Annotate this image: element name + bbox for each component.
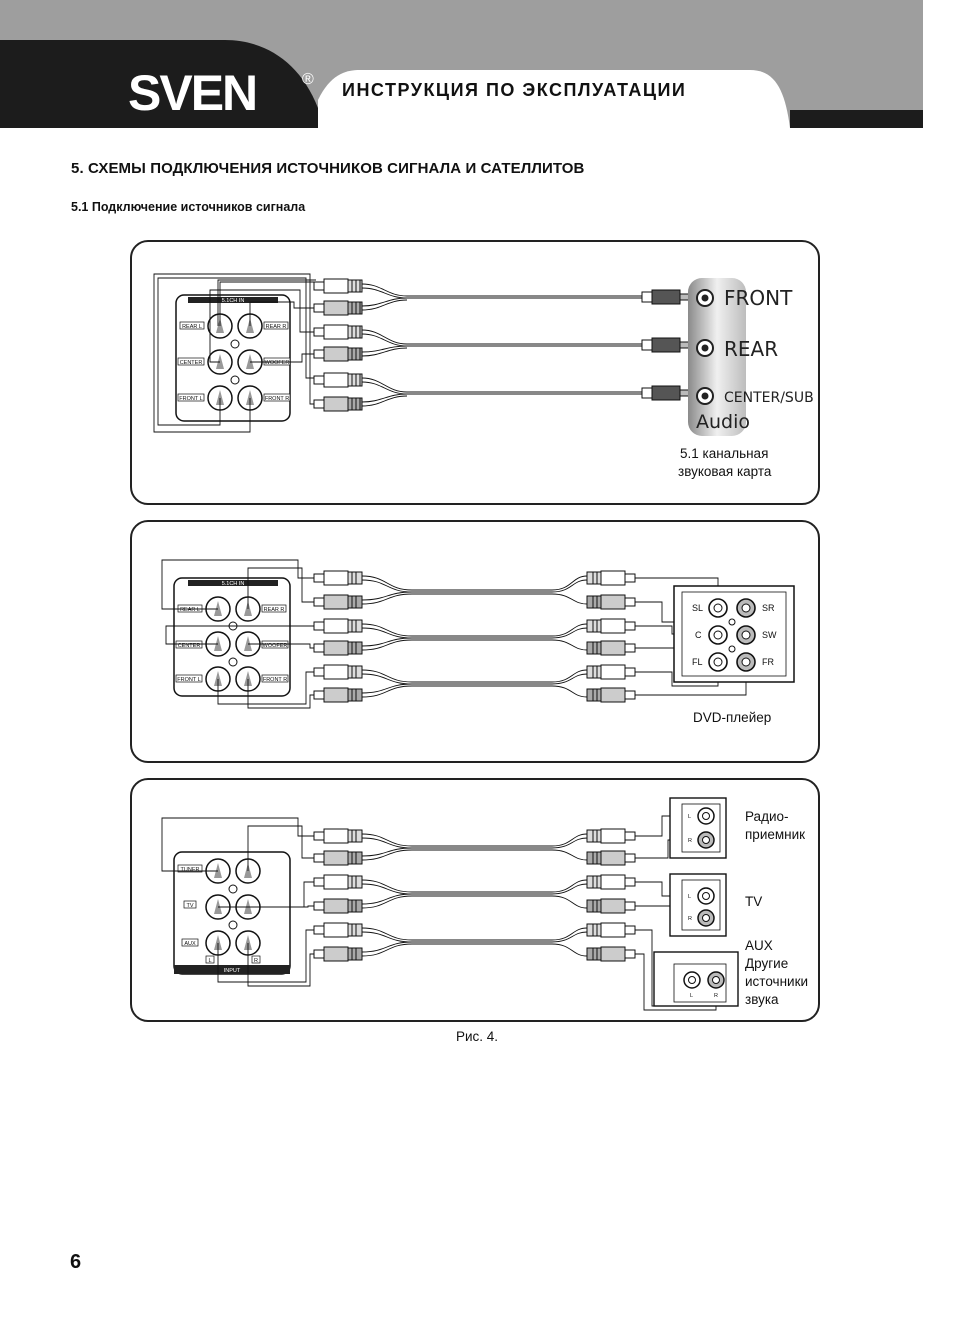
- aux-caption-line3: источники: [745, 974, 809, 989]
- tv-caption: TV: [745, 894, 763, 909]
- registered-mark: ®: [302, 71, 314, 88]
- diagram-soundcard: 5.1CH IN REAR L REAR R CENTER WOOFER FRO…: [130, 240, 820, 505]
- dvd-label-fl: FL: [692, 657, 703, 667]
- speaker-input-panel: 5.1CH IN REAR L REAR R CENTER WOOFER FRO…: [175, 294, 291, 422]
- rca-plugs: [313, 278, 363, 412]
- label-tv: TV: [186, 903, 193, 909]
- speaker-input-panel: 5.1CH IN REAR L REAR R CENTER WOOFER FRO…: [173, 577, 291, 697]
- panel-footer: INPUT: [224, 968, 241, 974]
- label-rear-r: REAR R: [266, 324, 287, 330]
- dvd-label-c: C: [695, 630, 702, 640]
- panel-title: 5.1CH IN: [222, 581, 245, 587]
- cables: [361, 283, 642, 407]
- dvd-caption: DVD-плейер: [693, 710, 772, 725]
- label-r: R: [254, 958, 258, 964]
- soundcard-caption-line2: звуковая карта: [678, 464, 772, 479]
- aux-l: L: [690, 993, 693, 999]
- label-l: L: [208, 958, 211, 964]
- aux-caption-line1: AUX: [745, 938, 773, 953]
- label-rear-l: REAR L: [180, 607, 200, 613]
- input-panel: TUNER TV AUX L R INPUT: [173, 851, 291, 975]
- card-audio-label: Audio: [696, 411, 750, 433]
- dvd-label-sw: SW: [762, 630, 777, 640]
- radio-output: L R: [669, 797, 727, 859]
- page-header: SVEN ® ИНСТРУКЦИЯ ПО ЭКСПЛУАТАЦИИ: [0, 0, 923, 128]
- rca-plugs-right: [586, 828, 636, 962]
- figure-caption: Рис. 4.: [455, 1029, 499, 1044]
- label-tuner: TUNER: [181, 867, 200, 873]
- label-rear-r: REAR R: [264, 607, 285, 613]
- tv-r: R: [688, 916, 692, 922]
- label-center: CENTER: [178, 643, 201, 649]
- cables: [361, 575, 588, 698]
- diagram-inputs: TUNER TV AUX L R INPUT: [130, 778, 820, 1022]
- dvd-label-fr: FR: [762, 657, 774, 667]
- port-center-sub: CENTER/SUB: [724, 390, 814, 406]
- port-rear: REAR: [724, 337, 778, 361]
- header-title: ИНСТРУКЦИЯ ПО ЭКСПЛУАТАЦИИ: [342, 80, 686, 100]
- panel-title: 5.1CH IN: [222, 298, 245, 304]
- label-front-l: FRONT L: [179, 396, 202, 402]
- header-logo-tab: [0, 40, 318, 128]
- label-aux: AUX: [184, 941, 196, 947]
- dvd-label-sl: SL: [692, 603, 703, 613]
- rca-plugs-left: [313, 828, 363, 962]
- section-heading: 5. СХЕМЫ ПОДКЛЮЧЕНИЯ ИСТОЧНИКОВ СИГНАЛА …: [71, 160, 585, 177]
- tv-output: L R: [669, 873, 727, 937]
- panel-wiring: [161, 559, 314, 709]
- rca-plugs-right: [586, 570, 636, 703]
- dvd-label-sr: SR: [762, 603, 775, 613]
- dvd-output-panel: SL C FL SR SW FR: [673, 585, 795, 683]
- brand-logo: SVEN: [128, 65, 256, 121]
- label-front-r: FRONT R: [263, 677, 287, 683]
- label-woofer: WOOFER: [263, 643, 288, 649]
- label-rear-l: REAR L: [182, 324, 202, 330]
- cables: [361, 833, 588, 957]
- label-front-r: FRONT R: [265, 396, 289, 402]
- label-front-l: FRONT L: [177, 677, 200, 683]
- diagram-dvd: 5.1CH IN REAR L REAR R CENTER WOOFER FRO…: [130, 520, 820, 763]
- sound-card-bracket: FRONT REAR CENTER/SUB Audio: [688, 278, 814, 436]
- aux-caption-line4: звука: [745, 992, 779, 1007]
- header-title-bar: [318, 70, 790, 128]
- radio-caption-line2: приемник: [745, 827, 806, 842]
- soundcard-caption-line1: 5.1 канальная: [680, 446, 769, 461]
- page-number: 6: [70, 1251, 82, 1273]
- label-woofer: WOOFER: [265, 360, 290, 366]
- aux-r: R: [714, 993, 718, 999]
- panel-wiring: [161, 817, 314, 987]
- radio-r: R: [688, 838, 692, 844]
- minijack-plugs: [641, 289, 697, 401]
- radio-l: L: [688, 814, 691, 820]
- aux-output: L R: [653, 951, 739, 1007]
- rca-plugs-left: [313, 570, 363, 703]
- radio-caption-line1: Радио-: [745, 809, 789, 824]
- tv-l: L: [688, 894, 691, 900]
- label-center: CENTER: [180, 360, 203, 366]
- section-subheading: 5.1 Подключение источников сигнала: [71, 200, 306, 214]
- aux-caption-line2: Другие: [745, 956, 789, 971]
- port-front: FRONT: [724, 286, 793, 310]
